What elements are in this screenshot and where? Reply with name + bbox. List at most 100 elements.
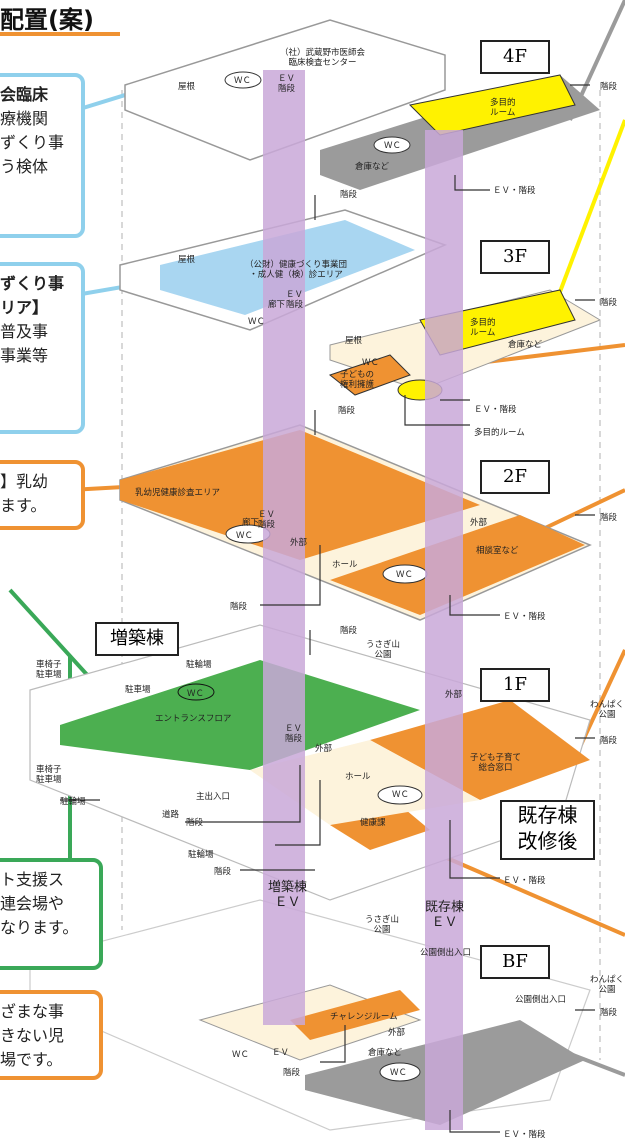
diagram-label-f2-outside: 外部 [290, 538, 308, 548]
diagram-label-f3-rights: 子どもの 権利擁護 [340, 370, 375, 390]
diagram-label-bf-ev: ＥＶ [272, 1048, 290, 1058]
callout-challenge-room: ざまな事 きない児 場です。 [0, 990, 103, 1080]
callout-line: なります。 [0, 918, 79, 937]
floor-4f-wc [224, 71, 262, 89]
ev-shaft-annex [263, 70, 305, 1025]
diagram-label-f1-health: 健康課 [360, 818, 386, 828]
callout-line: ト支援ス [0, 870, 65, 889]
callout-line: 会臨床 [0, 85, 49, 104]
diagram-label-f3-ev: ＥＶ 階段 [286, 290, 304, 310]
callout-line: リア】 [0, 298, 49, 317]
diagram-label-f4-ev-stairs: ＥＶ・階段 [493, 186, 536, 196]
diagram-label-f1-bike: 駐輪場 [186, 660, 212, 670]
diagram-label-f4-roof: 屋根 [178, 82, 196, 92]
diagram-label-f4-ev: ＥＶ 階段 [278, 74, 296, 94]
callout-line: ます。 [0, 496, 47, 515]
diagram-label-f1-wheel1: 車椅子 駐車場 [36, 660, 62, 680]
building-label-existing: 既存棟 改修後 [500, 800, 595, 860]
diagram-label-bf-wc2: ＷＣ [390, 1068, 408, 1078]
diagram-label-f2-outside2: 外部 [470, 518, 488, 528]
diagram-label-f4-multi: 多目的 ルーム [490, 98, 516, 118]
diagram-label-f2-hall: ホール [332, 560, 358, 570]
diagram-label-bf-stairs: 階段 [283, 1068, 301, 1078]
connector-orange-health [439, 853, 625, 937]
diagram-label-f1-childcare: 子ども子育て 総合窓口 [470, 753, 522, 773]
diagram-label-bf-park-entry2: 公園側出入口 [515, 995, 567, 1005]
diagram-label-bf-outside: 外部 [388, 1028, 406, 1038]
floor-label-2f: 2F [480, 460, 550, 494]
floor-1f-wc2 [377, 785, 423, 805]
diagram-label-bf-wanpaku: わんぱく 公園 [590, 975, 625, 995]
floor-label-3f: 3F [480, 240, 550, 274]
diagram-label-f1-stairs-right: 階段 [600, 736, 618, 746]
callout-line: 普及事 [0, 322, 49, 341]
diagram-label-f1-ev-stairs: ＥＶ・階段 [503, 876, 546, 886]
callout-line: 療機関 [0, 109, 49, 128]
diagram-label-f1-stairs-b: 階段 [214, 867, 232, 877]
callout-line: 場です。 [0, 1050, 63, 1069]
diagram-label-f1-usagiyama: うさぎ山 公園 [366, 640, 401, 660]
floor-4f-multi [408, 74, 576, 136]
floor-3f-rights [328, 354, 411, 396]
diagram-label-f1-entrance: エントランスフロア [155, 714, 232, 724]
diagram-label-f1-stairs-a: 階段 [186, 818, 204, 828]
callout-line: 】乳幼 [0, 472, 49, 491]
callout-line: ずくり事 [0, 274, 65, 293]
diagram-label-f3-multi: 多目的 ルーム [470, 318, 496, 338]
diagram-label-f4-wc2: ＷＣ [384, 141, 402, 151]
title-underline [0, 32, 120, 36]
floor-label-bf: BF [480, 945, 550, 979]
diagram-label-f1-wc2: ＷＣ [392, 790, 410, 800]
floor-label-4f: 4F [480, 40, 550, 74]
diagram-label-ev-existing: 既存棟 ＥＶ [425, 900, 465, 930]
callout-line: ずくり事 [0, 133, 65, 152]
diagram-label-f4-center: （社）武蔵野市医師会 臨床検査センター [280, 48, 366, 68]
diagram-label-f1-bike3: 駐輪場 [188, 850, 214, 860]
diagram-label-f2-ev: ＥＶ 階段 [258, 510, 276, 530]
leader-lines [60, 84, 595, 1133]
floor-bf-challenge [290, 990, 420, 1040]
callout-health-foundation: ずくり事 リア】 普及事 事業等 [0, 262, 85, 434]
diagram-label-bf-stairs-right: 階段 [600, 1008, 618, 1018]
diagram-label-f3-stairs-right: 階段 [600, 298, 618, 308]
diagram-label-f3-ev-stairs: ＥＶ・階段 [474, 405, 517, 415]
floor-1f-wc [177, 683, 215, 701]
diagram-label-f3-roof2: 屋根 [345, 336, 363, 346]
diagram-label-bf-park-entry: 公園側出入口 [420, 948, 472, 958]
diagram-label-f3-health: （公財）健康づくり事業団 ・成人健（検）診エリア [245, 260, 348, 280]
building-label-annex: 増築棟 [95, 622, 179, 656]
diagram-label-f2-ev-stairs: ＥＶ・階段 [503, 612, 546, 622]
diagram-label-f2-consult: 相談室など [476, 546, 519, 556]
callout-line: 事業等 [0, 346, 49, 365]
diagram-label-f1-ev: ＥＶ 階段 [285, 724, 303, 744]
diagram-label-f1-bike2: 駐輪場 [60, 797, 86, 807]
ev-shaft-existing [425, 130, 463, 1130]
diagram-label-f3-roof: 屋根 [178, 255, 196, 265]
diagram-label-f3-wc: ＷＣ [248, 317, 266, 327]
diagram-label-f1-outside2: 外部 [445, 690, 463, 700]
diagram-label-f2-wc2: ＷＣ [396, 570, 414, 580]
callout-line: う検体 [0, 157, 49, 176]
callout-line: 連会場や [0, 894, 65, 913]
diagram-label-f1-wheel2: 車椅子 駐車場 [36, 765, 62, 785]
diagram-label-f1-main-entry: 主出入口 [196, 792, 231, 802]
guide-lines [121, 90, 601, 1060]
connector-yellow [553, 119, 625, 306]
floor-bf-wc [379, 1062, 421, 1082]
diagram-label-f2-wc: ＷＣ [236, 531, 254, 541]
diagram-label-f2-infant: 乳幼児健康診査エリア [135, 488, 221, 498]
callout-clinical-lab: 会臨床 療機関 ずくり事 う検体 [0, 73, 85, 238]
diagram-label-f4-stairs-mid: 階段 [340, 190, 358, 200]
floor-1f-hall [250, 740, 480, 825]
floor-4f-wc2 [373, 136, 411, 154]
diagram-label-f1-wc: ＷＣ [187, 689, 205, 699]
diagram-label-bf-usagiyama: うさぎ山 公園 [365, 915, 400, 935]
diagram-label-f1-wanpaku: わんぱく 公園 [590, 700, 625, 720]
diagram-label-f1-parking: 駐車場 [125, 685, 151, 695]
floor-1f-entrance [60, 660, 420, 770]
diagram-label-f3-stairs-mid: 階段 [338, 406, 356, 416]
floor-label-1f: 1F [480, 668, 550, 702]
diagram-label-f3-corridor: 廊下 [268, 300, 286, 310]
floor-1f-health [330, 805, 430, 850]
diagram-label-f1-outside: 外部 [315, 744, 333, 754]
